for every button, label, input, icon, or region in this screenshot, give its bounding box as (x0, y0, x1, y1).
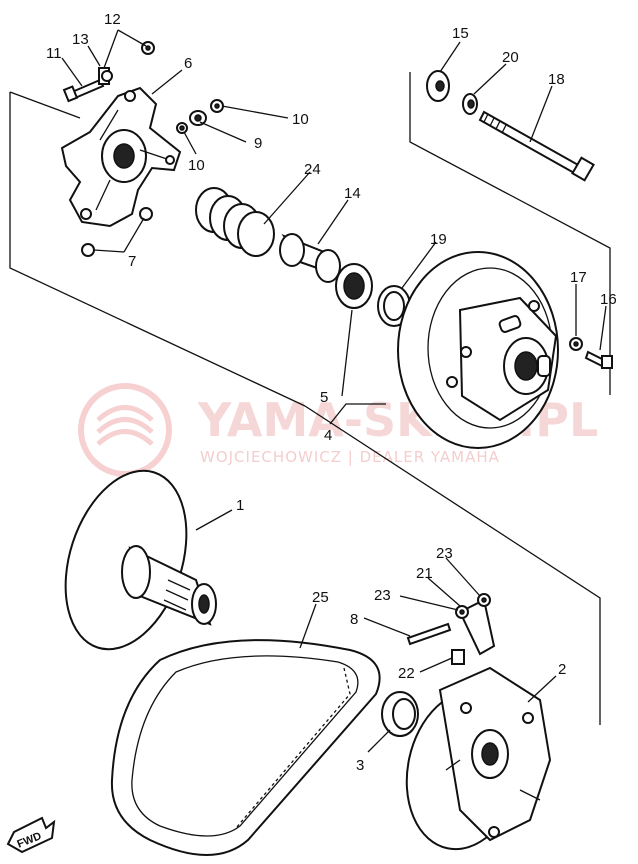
part-16-bolt (584, 350, 613, 369)
callout-12: 12 (104, 11, 121, 28)
part-17-nut (569, 337, 583, 351)
part-12-nut (101, 41, 155, 82)
part-22-roller (451, 649, 465, 665)
callout-23a: 23 (374, 587, 391, 604)
assembly-frame-upper (9, 72, 611, 407)
callout-20: 20 (502, 49, 519, 66)
part-14-collar (279, 233, 343, 283)
watermark-logo-icon (78, 383, 172, 477)
callout-16: 16 (600, 291, 617, 308)
callout-11: 11 (46, 45, 62, 62)
callout-17: 17 (570, 269, 587, 286)
callout-10b: 10 (188, 157, 205, 174)
assembly-frame-lower (304, 405, 601, 725)
callout-1: 1 (236, 497, 244, 514)
part-15-washer (426, 70, 450, 102)
part-18-bolt (478, 110, 595, 182)
callout-numbers: 11 13 12 6 10 9 10 7 24 14 19 15 20 18 1… (46, 11, 617, 774)
callout-19: 19 (430, 231, 447, 248)
part-6-spider-housing (60, 86, 182, 228)
part-25-drive-belt (110, 639, 381, 856)
part-8-pin (406, 622, 452, 646)
callout-22: 22 (398, 665, 415, 682)
leader-lines (61, 29, 607, 753)
part-9-bushing (189, 110, 207, 126)
callout-5: 5 (320, 389, 328, 406)
part-3-spacer (381, 691, 419, 737)
part-2-secondary-sheave (405, 666, 552, 851)
callout-18: 18 (548, 71, 565, 88)
callout-14: 14 (344, 185, 361, 202)
callout-13: 13 (72, 31, 89, 48)
callout-2: 2 (558, 661, 566, 678)
callout-10a: 10 (292, 111, 309, 128)
watermark-subtitle: WOJCIECHOWICZ | DEALER YAMAHA (200, 448, 500, 466)
callout-15: 15 (452, 25, 469, 42)
part-1-fixed-sheave (64, 469, 217, 651)
part-5-bearing (335, 263, 373, 309)
part-11-bolt (62, 78, 105, 103)
callout-25: 25 (312, 589, 329, 606)
callout-7: 7 (128, 253, 136, 270)
callout-6: 6 (184, 55, 192, 72)
callout-8: 8 (350, 611, 358, 628)
callout-24: 24 (304, 161, 321, 178)
part-24-spring (195, 187, 275, 257)
fwd-arrow-icon: FWD (6, 816, 56, 854)
part-20-washer (462, 93, 478, 115)
sliding-sheave-drum (397, 251, 559, 449)
callout-21: 21 (416, 565, 433, 582)
callout-23b: 23 (436, 545, 453, 562)
part-23-nut (455, 593, 491, 619)
callout-4: 4 (324, 427, 332, 444)
callout-3: 3 (356, 757, 364, 774)
callout-9: 9 (254, 135, 262, 152)
